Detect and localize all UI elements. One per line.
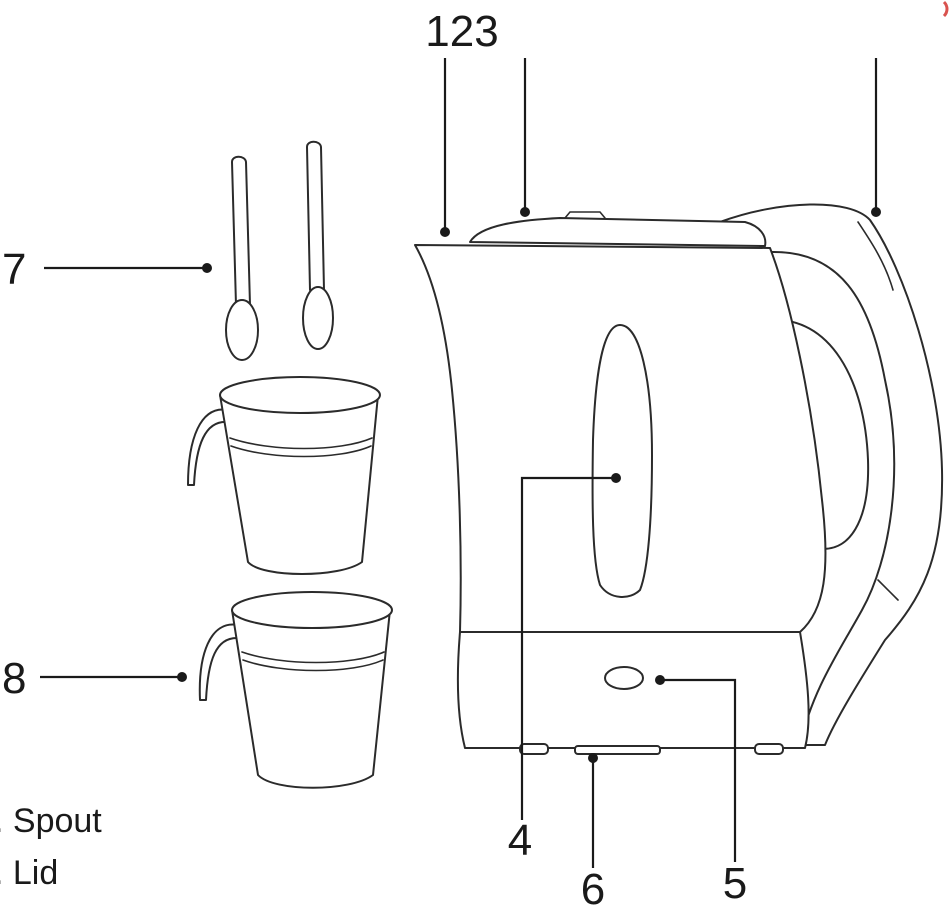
corner-mark-icon bbox=[942, 0, 949, 18]
callout-label-6: 6 bbox=[581, 865, 605, 906]
callout-label-8: 8 bbox=[2, 654, 26, 703]
spoons-illustration bbox=[225, 140, 334, 361]
kettle-handle bbox=[719, 203, 944, 746]
callout-leaders bbox=[40, 58, 881, 868]
kettle-lid bbox=[469, 217, 767, 247]
callout-label-7: 7 bbox=[2, 245, 26, 294]
kettle-illustration bbox=[414, 203, 944, 755]
kettle-base bbox=[456, 631, 810, 749]
callout-label-123: 123 bbox=[425, 7, 498, 56]
cup-bottom-illustration bbox=[198, 591, 393, 789]
callout-label-5: 5 bbox=[723, 859, 747, 906]
legend-item-1: . Spout bbox=[0, 802, 102, 840]
legend-item-2: . Lid bbox=[0, 854, 58, 892]
power-button bbox=[604, 666, 644, 690]
water-level-window bbox=[591, 324, 653, 598]
callout-label-4: 4 bbox=[508, 816, 532, 865]
cup-top-illustration bbox=[187, 376, 381, 575]
